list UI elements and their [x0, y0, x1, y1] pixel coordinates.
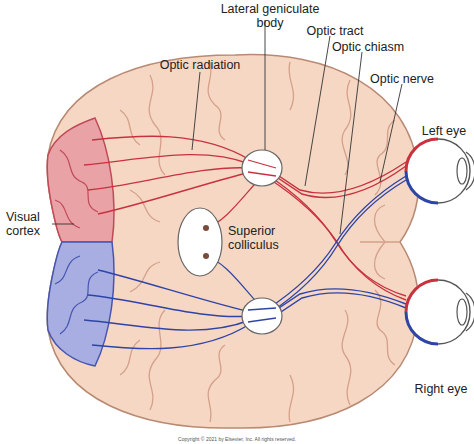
part-label: Left eye [414, 124, 474, 138]
part-label: Optic tract [300, 24, 370, 38]
colliculus-dot [203, 225, 209, 231]
part-label: Superior colliculus [228, 224, 298, 252]
optic-fibers-red [264, 162, 406, 300]
visual-cortex-right-field [47, 118, 114, 242]
part-label: Visual cortex [6, 210, 54, 238]
cortex-gyri [55, 150, 98, 334]
visual-cortex-left-field [47, 242, 114, 366]
part-label: Optic chiasm [326, 40, 410, 54]
part-label: Optic nerve [362, 72, 442, 86]
superior-colliculus [178, 208, 222, 276]
brain-outline [47, 55, 418, 429]
part-label: Optic radiation [150, 58, 250, 72]
copyright-note: Copyright © 2021 by Elsevier, Inc. All r… [150, 436, 324, 442]
optic-radiation-red [84, 136, 250, 214]
colliculus-dot [203, 253, 209, 259]
optic-radiation-blue [84, 270, 250, 349]
part-label: Right eye [410, 382, 472, 396]
optic-fibers-blue [264, 176, 406, 322]
right-eye [406, 280, 474, 344]
lateral-geniculate-body [242, 150, 282, 186]
left-eye [406, 139, 474, 203]
lateral-geniculate-body [242, 298, 282, 334]
